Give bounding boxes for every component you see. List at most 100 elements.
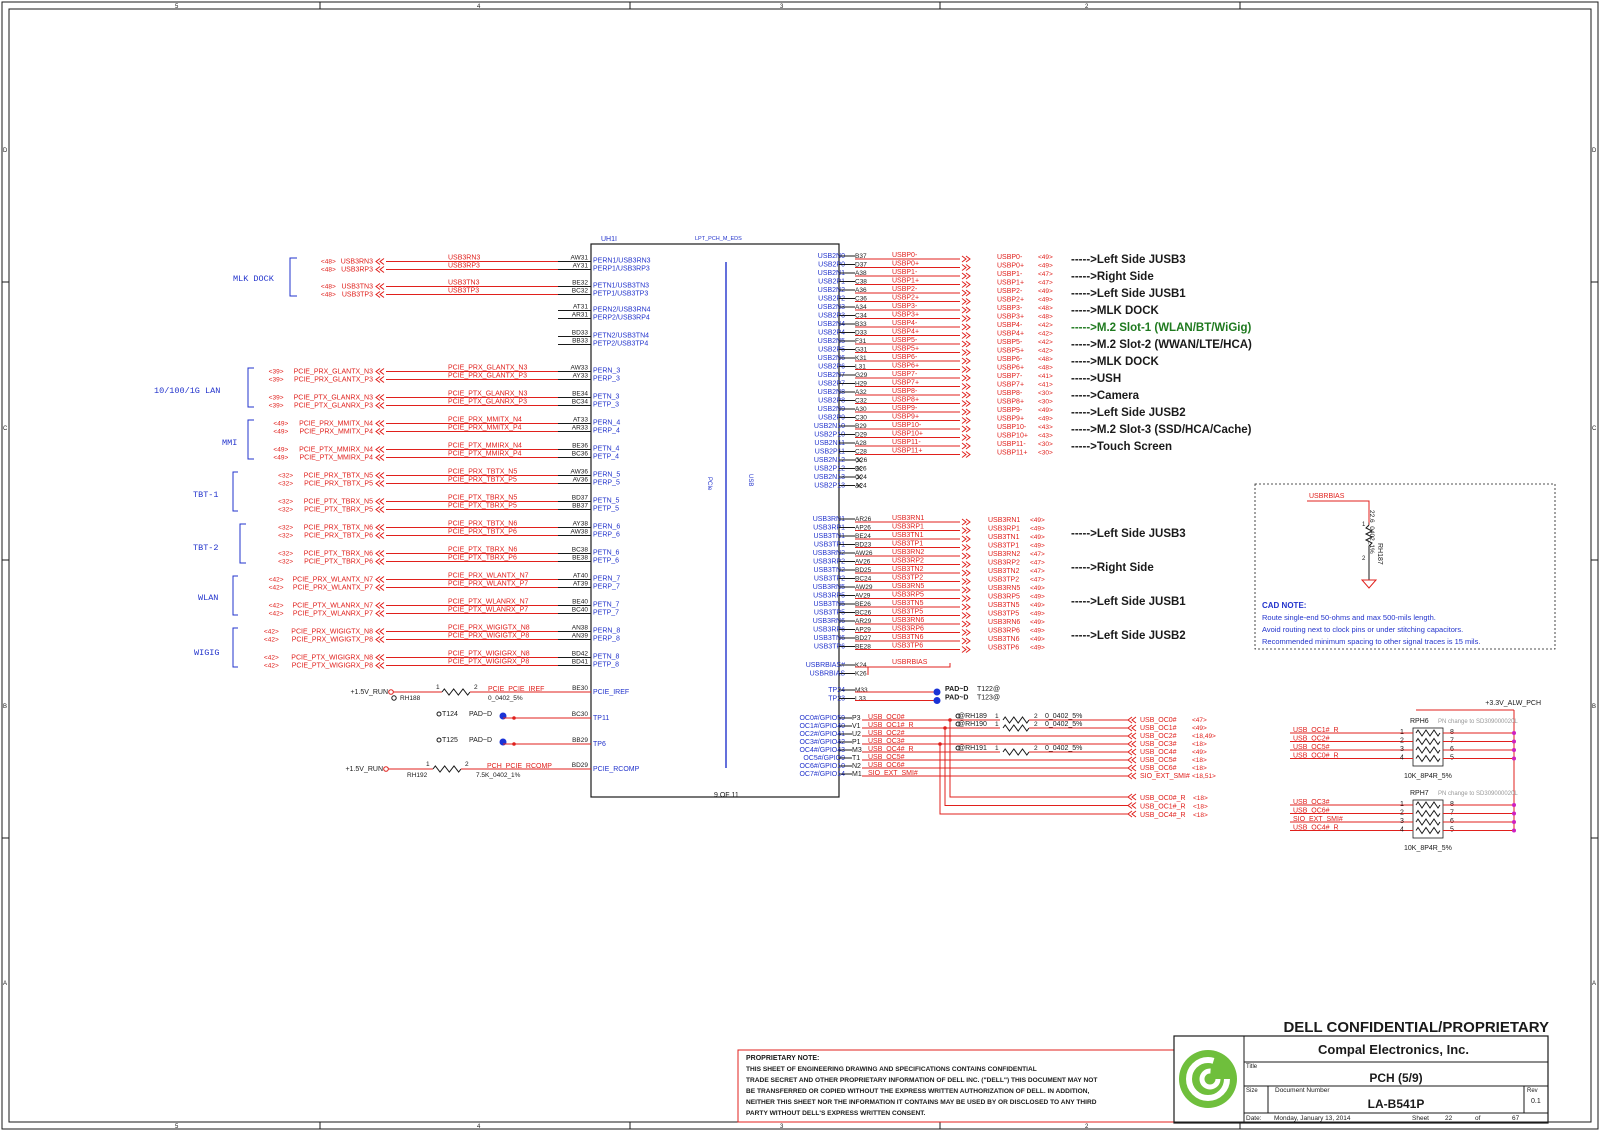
offpage-connector <box>961 586 971 594</box>
sheet-ref: <42> <box>1038 331 1053 338</box>
ic-pin-name: USB2P1 <box>818 279 845 286</box>
offpage-connector <box>375 420 385 427</box>
offpage-net: PCIE_PRX_TBTX_N5 <box>304 473 373 480</box>
offpage-connector <box>1127 772 1137 780</box>
pin-number: 1 <box>1362 522 1366 528</box>
ic-pin-name: USB2N8 <box>818 389 845 396</box>
junction <box>1512 731 1516 735</box>
proprietary-note: PROPRIETARY NOTE: THIS SHEET OF ENGINEER… <box>737 1049 1175 1123</box>
pin-number: 2 <box>1034 745 1038 752</box>
sheet-ref: <18> <box>1193 804 1208 811</box>
resistor-rh187 <box>1364 524 1374 580</box>
offpage-connector <box>375 283 385 290</box>
net-label: USB_OC6# <box>1293 808 1330 815</box>
sheet-ref: <49> <box>273 455 288 462</box>
test-point-pad: PAD~D <box>469 737 492 744</box>
ic-pin-name: PETP_3 <box>593 402 619 409</box>
offpage-net: USBP9- <box>997 407 1023 414</box>
sheet-ref: <49> <box>1030 636 1045 643</box>
sheet-ref: <39> <box>269 377 284 384</box>
net-label: PCIE_PRX_GLANTX_P3 <box>448 373 527 380</box>
offpage-connector <box>1127 793 1137 801</box>
offpage-net: USBP3- <box>997 305 1023 312</box>
ic-pin-name: USB2P9 <box>818 415 845 422</box>
resistor <box>1415 818 1441 826</box>
offpage-net: PCIE_PTX_MMIRX_N4 <box>299 447 373 454</box>
sheet-ref: <43> <box>1038 424 1053 431</box>
offpage-net: USBP0+ <box>997 263 1024 270</box>
offpage-net: USB3RN2 <box>988 551 1020 558</box>
offpage-net: PCIE_PTX_WLANRX_P7 <box>293 611 373 618</box>
ic-pin-name: PETP_6 <box>593 558 619 565</box>
ball-id: M1 <box>852 771 862 778</box>
net-label: USBP0+ <box>892 261 919 268</box>
net-label: USB3TN5 <box>892 600 924 607</box>
frame-row-label: B <box>3 704 7 710</box>
net-label: USB3TN2 <box>892 566 924 573</box>
ball-id: C24 <box>855 474 867 481</box>
sheet-ref: <39> <box>269 395 284 402</box>
ball-id: G29 <box>855 372 868 379</box>
sheet-ref: <49> <box>1038 263 1053 270</box>
offpage-net: USBP6- <box>997 356 1023 363</box>
ball-id: AR29 <box>855 618 872 625</box>
sheet-ref: <32> <box>278 551 293 558</box>
ic-pin-name: USB2P4 <box>818 330 845 337</box>
ic-pin-name: PETP_4 <box>593 454 619 461</box>
offpage-connector <box>961 332 971 339</box>
ball-id: AW33 <box>571 365 589 372</box>
test-point-ref: T122@ <box>977 686 1000 693</box>
net-label: USB3RP6 <box>892 626 924 633</box>
depop-marker <box>955 721 961 727</box>
company-name: Compal Electronics, Inc. <box>1318 1042 1469 1057</box>
ball-id: BD23 <box>855 542 872 549</box>
offpage-net: SIO_EXT_SMI# <box>1140 773 1190 780</box>
frame-col-label: 3 <box>780 4 784 10</box>
junction <box>1512 811 1516 816</box>
junction <box>1512 820 1516 824</box>
offpage-connector <box>961 281 971 288</box>
offpage-net: USBP4- <box>997 322 1023 329</box>
junction <box>948 718 952 722</box>
ic-pin-name: USB2N2 <box>818 287 845 294</box>
offpage-net: USBP8+ <box>997 399 1024 406</box>
ic-pin-name: PERN_5 <box>593 472 620 479</box>
sheet-ref: <49> <box>1030 517 1045 524</box>
ic-pin-name: USB3TN5 <box>813 601 845 608</box>
date: Monday, January 13, 2014 <box>1274 1115 1351 1122</box>
net-label: USBP5+ <box>892 346 919 353</box>
sheet-ref: <18,51> <box>1192 773 1216 780</box>
part-value: 22.6_0402_1% <box>1368 510 1375 554</box>
sheet-ref: <48> <box>321 267 336 274</box>
ball-id: AV29 <box>855 593 871 600</box>
ball-id: K26 <box>855 671 867 678</box>
net-wire <box>944 728 1128 806</box>
group-bracket <box>289 257 297 297</box>
ic-pin-name: USB2P7 <box>818 381 845 388</box>
offpage-connector <box>1127 740 1137 748</box>
offpage-connector <box>375 368 385 375</box>
pin-number: 2 <box>1400 810 1404 817</box>
net-label: USB_OC3# <box>1293 799 1330 806</box>
ball-id: K24 <box>855 662 867 669</box>
junction <box>1512 739 1516 744</box>
ball-id: BE38 <box>572 555 588 562</box>
ball-id: AN39 <box>572 633 589 640</box>
offpage-connector <box>961 408 971 416</box>
cad-note-title: CAD NOTE: <box>1262 601 1306 610</box>
proprietary-line: PARTY WITHOUT DELL'S EXPRESS WRITTEN CON… <box>746 1110 926 1117</box>
ball-id: BD25 <box>855 567 872 574</box>
offpage-connector <box>961 561 971 568</box>
offpage-net: PCIE_PTX_GLANRX_N3 <box>294 395 373 402</box>
ic-pin-name: USB2N10 <box>814 423 845 430</box>
net-label: USBP1+ <box>892 278 919 285</box>
offpage-net: USBP1- <box>997 271 1023 278</box>
pin-number: 2 <box>474 684 478 691</box>
net-label: PCIE_PRX_WLANTX_N7 <box>448 573 529 580</box>
ball-id: BC32 <box>572 288 589 295</box>
offpage-connector <box>1127 748 1137 756</box>
offpage-net: PCIE_PRX_WLANTX_P7 <box>293 585 373 592</box>
ball-id: L31 <box>855 364 866 371</box>
